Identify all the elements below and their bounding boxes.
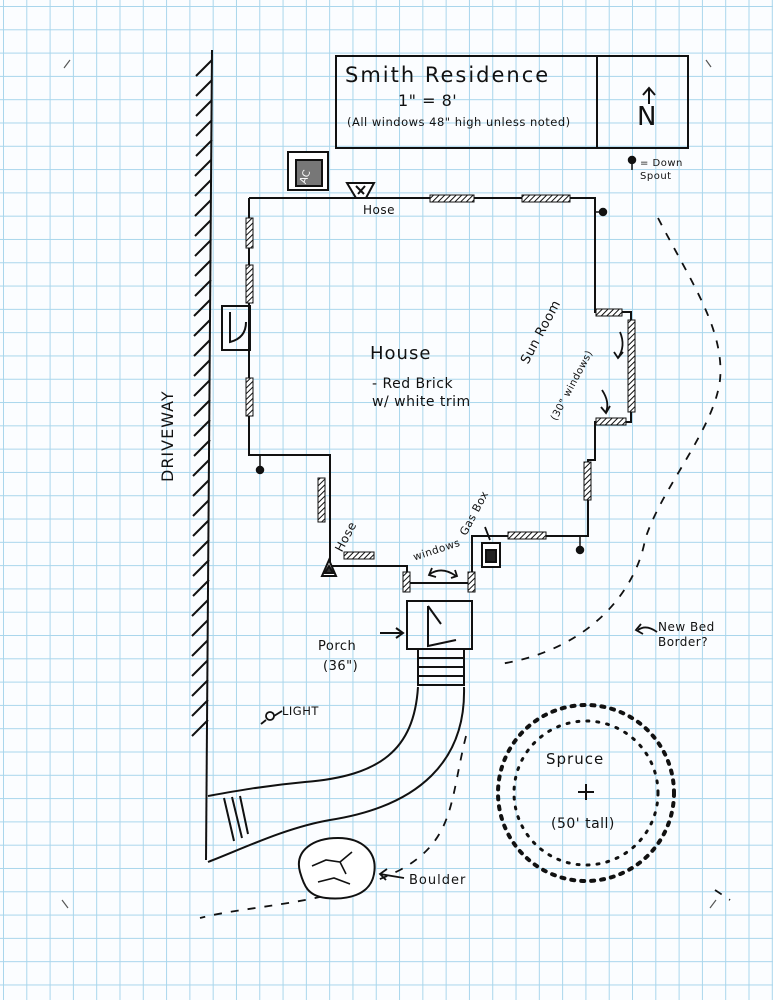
- porch-label: Porch: [318, 639, 357, 654]
- driveway-label: DRIVEWAY: [158, 390, 177, 482]
- title-name: Smith Residence: [345, 63, 551, 87]
- walkway: [207, 686, 466, 863]
- north-arrow-icon: [642, 86, 656, 104]
- gas-box: [481, 542, 501, 568]
- window-pointer-arrows: [427, 331, 624, 579]
- boulder-pointer: [378, 868, 405, 881]
- ac-unit: AC: [287, 151, 329, 191]
- hose-spigot-icon: [320, 182, 376, 577]
- side-door: [221, 305, 251, 351]
- spruce-tree: [496, 703, 676, 883]
- bed-border-dashed: [199, 217, 731, 919]
- windows: [245, 194, 636, 593]
- hose-label-top: Hose: [363, 203, 395, 217]
- boulder-icon: [297, 836, 376, 900]
- driveway-edge: [191, 49, 213, 861]
- boulder-label: Boulder: [409, 873, 467, 888]
- spruce-label: Spruce: [546, 750, 605, 768]
- house-material-label: - Red Brick w/ white trim: [372, 376, 471, 411]
- new-bed-border-label: New Bed Border?: [658, 620, 715, 649]
- corner-marks: [61, 59, 717, 909]
- north-letter: N: [637, 102, 657, 132]
- spruce-size-label: (50' tall): [551, 816, 615, 832]
- downspout-icon: [255, 155, 637, 555]
- house-label: House: [370, 343, 432, 364]
- light-icon: [260, 710, 283, 725]
- light-label: LIGHT: [282, 704, 319, 718]
- title-scale: 1" = 8': [398, 91, 458, 110]
- title-block: [335, 55, 689, 149]
- porch-size-label: (36"): [323, 659, 359, 674]
- porch-pointer-arrow: [380, 627, 405, 639]
- ac-label: AC: [298, 169, 313, 186]
- downspout-legend: = Down Spout: [640, 158, 683, 182]
- porch: [406, 600, 473, 686]
- title-note: (All windows 48" high unless noted): [347, 115, 571, 129]
- bed-border-pointer: [634, 623, 658, 635]
